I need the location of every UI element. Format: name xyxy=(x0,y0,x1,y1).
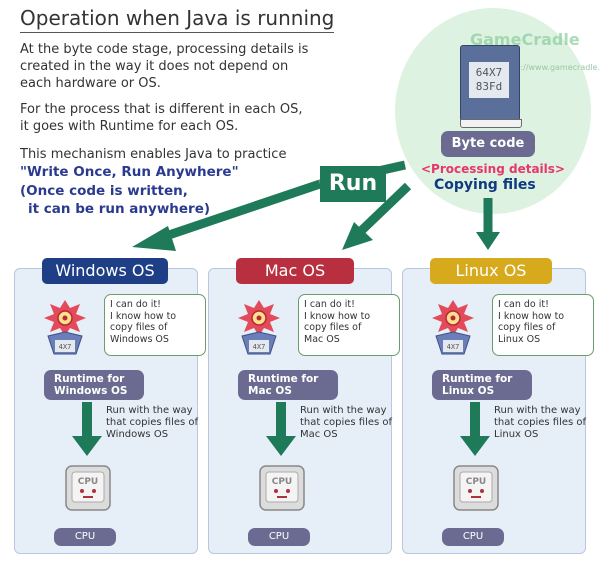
speech-line-3: copy files of xyxy=(304,322,362,333)
screen-line-1: 64X7 xyxy=(475,66,503,79)
chip-text: CPU xyxy=(78,477,99,487)
chip-text: CPU xyxy=(272,477,293,487)
run-desc-line-2: that copies files of xyxy=(494,417,587,428)
speech-line-3: copy files of xyxy=(110,322,168,333)
cpu-chip-icon: CPU xyxy=(65,465,111,511)
speech-bubble: I can do it! I know how to copy files of… xyxy=(104,294,206,356)
svg-text:4X7: 4X7 xyxy=(447,343,460,351)
runtime-label: Runtime for Linux OS xyxy=(432,370,532,400)
run-desc-line-2: that copies files of xyxy=(300,417,393,428)
speech-line-2: I know how to xyxy=(304,310,371,322)
intro-line-3: each hardware or OS. xyxy=(20,76,161,91)
speech-line-4: Windows OS xyxy=(110,333,169,345)
run-desc-line-1: Run with the way xyxy=(106,405,193,416)
cpu-chip-icon: CPU xyxy=(453,465,499,511)
runtime-line-2: Mac OS xyxy=(248,385,292,397)
bytecode-label: Byte code xyxy=(441,131,535,157)
speech-line-1: I can do it! xyxy=(110,299,161,310)
speech-line-1: I can do it! xyxy=(498,299,549,310)
runtime-line-1: Runtime for xyxy=(442,373,513,385)
intro-line-6: This mechanism enables Java to practice xyxy=(20,147,287,162)
runtime-character-icon: 4X7 xyxy=(44,300,86,355)
runtime-line-1: Runtime for xyxy=(248,373,319,385)
page-title: Operation when Java is running xyxy=(20,6,335,33)
speech-bubble: I can do it! I know how to copy files of… xyxy=(298,294,400,356)
run-desc-line-3: Mac OS xyxy=(300,429,338,440)
runtime-label: Runtime for Windows OS xyxy=(44,370,144,400)
svg-text:4X7: 4X7 xyxy=(253,343,266,351)
run-description: Run with the way that copies files of Ma… xyxy=(300,405,392,441)
book-pages xyxy=(460,119,522,128)
processing-details: <Processing details> xyxy=(421,162,565,176)
arrow-to-mac xyxy=(342,182,412,250)
slogan-sub-2: it can be run anywhere) xyxy=(28,201,211,217)
runtime-line-2: Windows OS xyxy=(54,385,128,397)
runtime-line-1: Runtime for xyxy=(54,373,125,385)
arrow-to-windows xyxy=(132,179,322,251)
screen-line-2: 83Fd xyxy=(475,80,503,93)
intro-line-4: For the process that is different in eac… xyxy=(20,102,303,117)
cpu-label: CPU xyxy=(54,528,116,546)
run-desc-line-3: Linux OS xyxy=(494,429,539,440)
run-description: Run with the way that copies files of Wi… xyxy=(106,405,198,441)
speech-line-4: Linux OS xyxy=(498,333,541,345)
speech-line-1: I can do it! xyxy=(304,299,355,310)
down-arrow xyxy=(72,402,102,456)
runtime-label: Runtime for Mac OS xyxy=(238,370,338,400)
speech-line-4: Mac OS xyxy=(304,333,340,345)
os-header-linux: Linux OS xyxy=(430,258,552,284)
intro-line-1: At the byte code stage, processing detai… xyxy=(20,42,309,57)
intro-line-2: created in the way it does not depend on xyxy=(20,59,289,74)
runtime-character-icon: 4X7 xyxy=(432,300,474,355)
book-screen: 64X7 83Fd xyxy=(469,62,509,98)
run-desc-line-2: that copies files of xyxy=(106,417,199,428)
slogan-sub-1: (Once code is written, xyxy=(20,183,188,199)
chip-text: CPU xyxy=(466,477,487,487)
run-desc-line-1: Run with the way xyxy=(300,405,387,416)
run-description: Run with the way that copies files of Li… xyxy=(494,405,586,441)
speech-bubble: I can do it! I know how to copy files of… xyxy=(492,294,594,356)
cpu-chip-icon: CPU xyxy=(259,465,305,511)
cpu-label: CPU xyxy=(248,528,310,546)
os-header-windows: Windows OS xyxy=(42,258,168,284)
run-desc-line-1: Run with the way xyxy=(494,405,581,416)
arrow-to-linux xyxy=(476,198,500,250)
speech-line-2: I know how to xyxy=(110,310,177,322)
speech-line-2: I know how to xyxy=(498,310,565,322)
run-label: Run xyxy=(320,166,386,202)
run-desc-line-3: Windows OS xyxy=(106,429,169,440)
runtime-line-2: Linux OS xyxy=(442,385,495,397)
watermark-logo: GameCradle xyxy=(470,30,580,49)
os-header-mac: Mac OS xyxy=(236,258,354,284)
slogan: "Write Once, Run Anywhere" xyxy=(20,164,239,180)
svg-text:4X7: 4X7 xyxy=(59,343,72,351)
down-arrow xyxy=(266,402,296,456)
intro-line-5: it goes with Runtime for each OS. xyxy=(20,119,239,134)
speech-line-3: copy files of xyxy=(498,322,556,333)
copying-files: Copying files xyxy=(434,177,536,193)
runtime-character-icon: 4X7 xyxy=(238,300,280,355)
cpu-label: CPU xyxy=(442,528,504,546)
watermark-url: http://www.gamecradle.net/ xyxy=(504,63,600,72)
down-arrow xyxy=(460,402,490,456)
